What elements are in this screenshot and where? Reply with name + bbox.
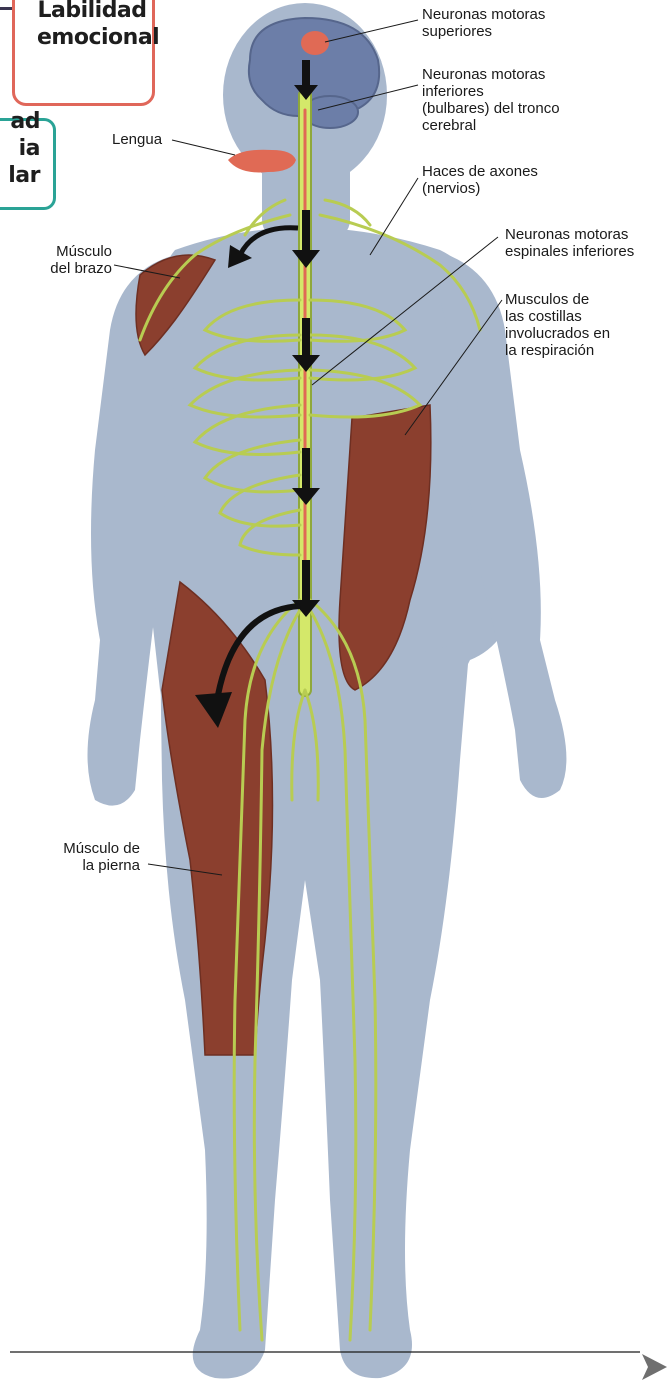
label-bulbar-lower-motor-neurons: Neuronas motoras inferiores (bulbares) d…: [422, 66, 560, 134]
label-axon-bundles: Haces de axones (nervios): [422, 163, 538, 197]
label-leg-muscle: Músculo de la pierna: [40, 840, 140, 874]
tongue-shape: [228, 150, 296, 173]
upper-motor-neuron-dot: [301, 31, 329, 55]
label-upper-motor-neurons: Neuronas motoras superiores: [422, 6, 545, 40]
label-arm-muscle: Músculo del brazo: [30, 243, 112, 277]
label-tongue: Lengua: [112, 131, 162, 148]
chevron-right-icon[interactable]: [640, 1352, 669, 1382]
body-silhouette: [88, 3, 567, 1378]
label-spinal-lower-motor-neurons: Neuronas motoras espinales inferiores: [505, 226, 634, 260]
label-rib-muscles: Musculos de las costillas involucrados e…: [505, 291, 610, 359]
